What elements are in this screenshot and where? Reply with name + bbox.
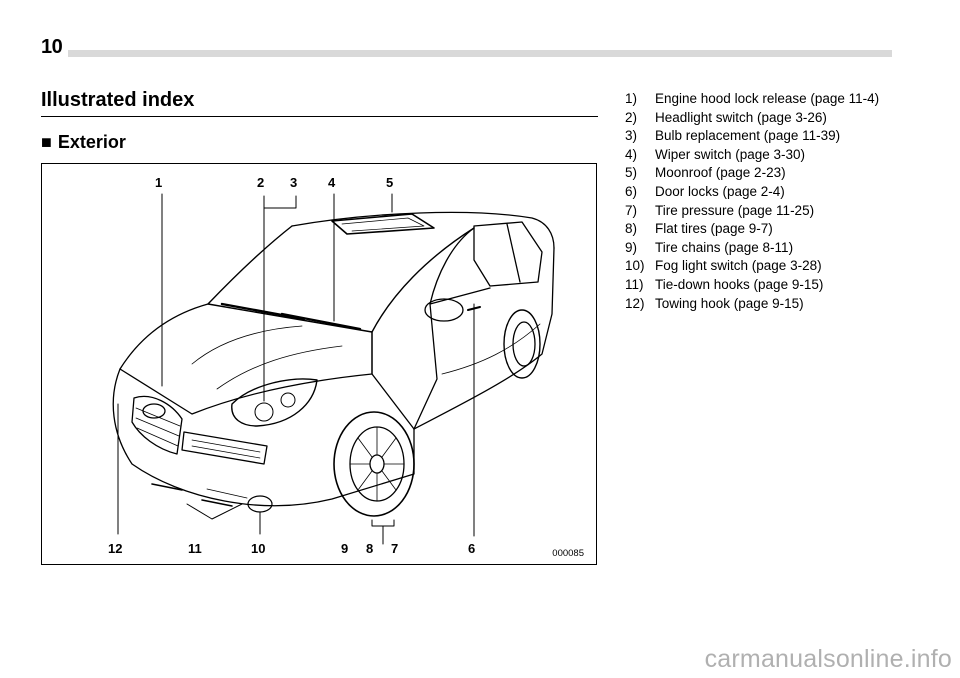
callout-8: 8	[366, 541, 374, 556]
exterior-figure: 1 2 3 4 5 6 7 8 9 10 11 12 000085	[41, 163, 597, 565]
item-number: 3)	[625, 128, 638, 144]
item-text: Flat tires (page 9-7)	[655, 221, 773, 237]
callout-12: 12	[108, 541, 123, 556]
item-text: Towing hook (page 9-15)	[655, 295, 804, 311]
index-item: 12) Towing hook (page 9-15)	[625, 295, 879, 314]
index-item: 8) Flat tires (page 9-7)	[625, 220, 879, 239]
grille	[131, 395, 183, 455]
item-number: 11)	[625, 276, 644, 292]
watermark: carmanualsonline.info	[704, 645, 952, 673]
subsection-heading: ■Exterior	[41, 132, 126, 153]
index-item: 7) Tire pressure (page 11-25)	[625, 202, 879, 221]
index-item: 4) Wiper switch (page 3-30)	[625, 146, 879, 165]
item-text: Tire pressure (page 11-25)	[655, 202, 815, 218]
index-item: 3) Bulb replacement (page 11-39)	[625, 127, 879, 146]
index-item: 11) Tie-down hooks (page 9-15)	[625, 276, 879, 295]
item-text: Fog light switch (page 3-28)	[655, 258, 822, 274]
callout-6: 6	[468, 541, 476, 556]
index-item: 10) Fog light switch (page 3-28)	[625, 257, 879, 276]
callout-11: 11	[188, 541, 202, 556]
item-text: Wiper switch (page 3-30)	[655, 146, 806, 162]
item-text: Door locks (page 2-4)	[655, 183, 785, 199]
item-text: Bulb replacement (page 11-39)	[655, 128, 841, 144]
index-item: 1) Engine hood lock release (page 11-4)	[625, 90, 879, 109]
rear-wheel	[503, 309, 541, 379]
callout-10: 10	[251, 541, 266, 556]
subsection-title: Exterior	[57, 132, 126, 152]
callout-4: 4	[328, 175, 336, 190]
tie-down-hooks	[151, 483, 233, 507]
callout-1: 1	[155, 175, 163, 190]
side-mirror	[424, 298, 464, 322]
front-bumper	[112, 368, 415, 507]
vehicle-roof	[291, 211, 555, 249]
item-number: 6)	[625, 183, 638, 199]
index-item: 5) Moonroof (page 2-23)	[625, 164, 879, 183]
vehicle-illustration	[112, 193, 555, 545]
moonroof	[331, 213, 435, 235]
callout-5: 5	[386, 175, 394, 190]
index-item: 2) Headlight switch (page 3-26)	[625, 109, 879, 128]
item-text: Tie-down hooks (page 9-15)	[655, 276, 824, 292]
item-text: Moonroof (page 2-23)	[655, 165, 786, 181]
wipers	[220, 302, 362, 331]
figure-code: 000085	[552, 548, 584, 559]
item-number: 5)	[625, 165, 638, 181]
windshield	[207, 225, 475, 333]
front-wheel	[333, 411, 415, 517]
header-rule	[68, 50, 892, 57]
item-text: Tire chains (page 8-11)	[655, 239, 794, 255]
callout-leaders	[117, 193, 475, 545]
fog-light	[247, 495, 273, 513]
engine-hood	[119, 303, 373, 415]
index-item: 6) Door locks (page 2-4)	[625, 183, 879, 202]
index-list: 1) Engine hood lock release (page 11-4) 2…	[625, 90, 879, 313]
item-number: 8)	[625, 221, 638, 237]
index-item: 9) Tire chains (page 8-11)	[625, 239, 879, 258]
item-number: 1)	[625, 91, 638, 106]
item-number: 9)	[625, 239, 638, 255]
section-rule	[41, 116, 598, 117]
item-number: 2)	[625, 109, 638, 125]
item-number: 12)	[625, 295, 645, 311]
callout-2: 2	[257, 175, 265, 190]
emblem	[142, 403, 166, 419]
lower-grille	[181, 431, 268, 465]
side-windows	[473, 221, 543, 287]
callout-9: 9	[341, 541, 349, 556]
section-title: Illustrated index	[41, 89, 195, 111]
headlight	[231, 378, 318, 427]
item-number: 4)	[625, 146, 638, 162]
callout-3: 3	[290, 175, 298, 190]
item-text: Engine hood lock release (page 11-4)	[655, 91, 880, 106]
item-number: 10)	[625, 258, 645, 274]
item-text: Headlight switch (page 3-26)	[655, 109, 827, 125]
item-number: 7)	[625, 202, 638, 218]
square-bullet-icon: ■	[41, 132, 52, 152]
page-number: 10	[41, 36, 63, 58]
callout-7: 7	[391, 541, 399, 556]
